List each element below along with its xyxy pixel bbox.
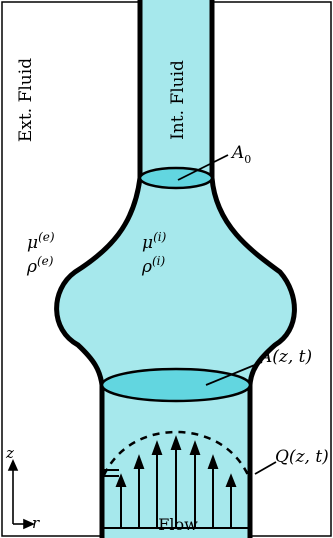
mu-e-label: μ(e) <box>27 230 55 253</box>
rho-i-label: ρ(i) <box>141 254 166 277</box>
int-fluid-label: Int. Fluid <box>168 60 188 140</box>
velocity-envelope <box>102 430 250 476</box>
mu-i-label: μ(i) <box>142 230 167 253</box>
leader-a <box>205 361 263 386</box>
ext-fluid-label: Ext. Fluid <box>16 58 36 142</box>
flow-rate-label: Q(z, t) <box>275 447 329 467</box>
velocity-profile <box>104 435 250 529</box>
axis-indicator <box>7 459 35 530</box>
cross-section-a <box>100 367 252 403</box>
a0-label: A0 <box>230 143 251 166</box>
axis-z-label: z <box>5 444 14 462</box>
area-label: A(z, t) <box>258 347 312 367</box>
cross-section-a0 <box>138 166 214 190</box>
vessel-wall-left <box>54 0 143 538</box>
rho-e-label: ρ(e) <box>26 254 54 277</box>
axis-r-label: r <box>32 514 40 532</box>
vessel-fluid <box>56 0 295 538</box>
flow-label: Flow <box>158 515 198 534</box>
leader-q <box>254 461 277 475</box>
leader-a0 <box>177 154 229 181</box>
